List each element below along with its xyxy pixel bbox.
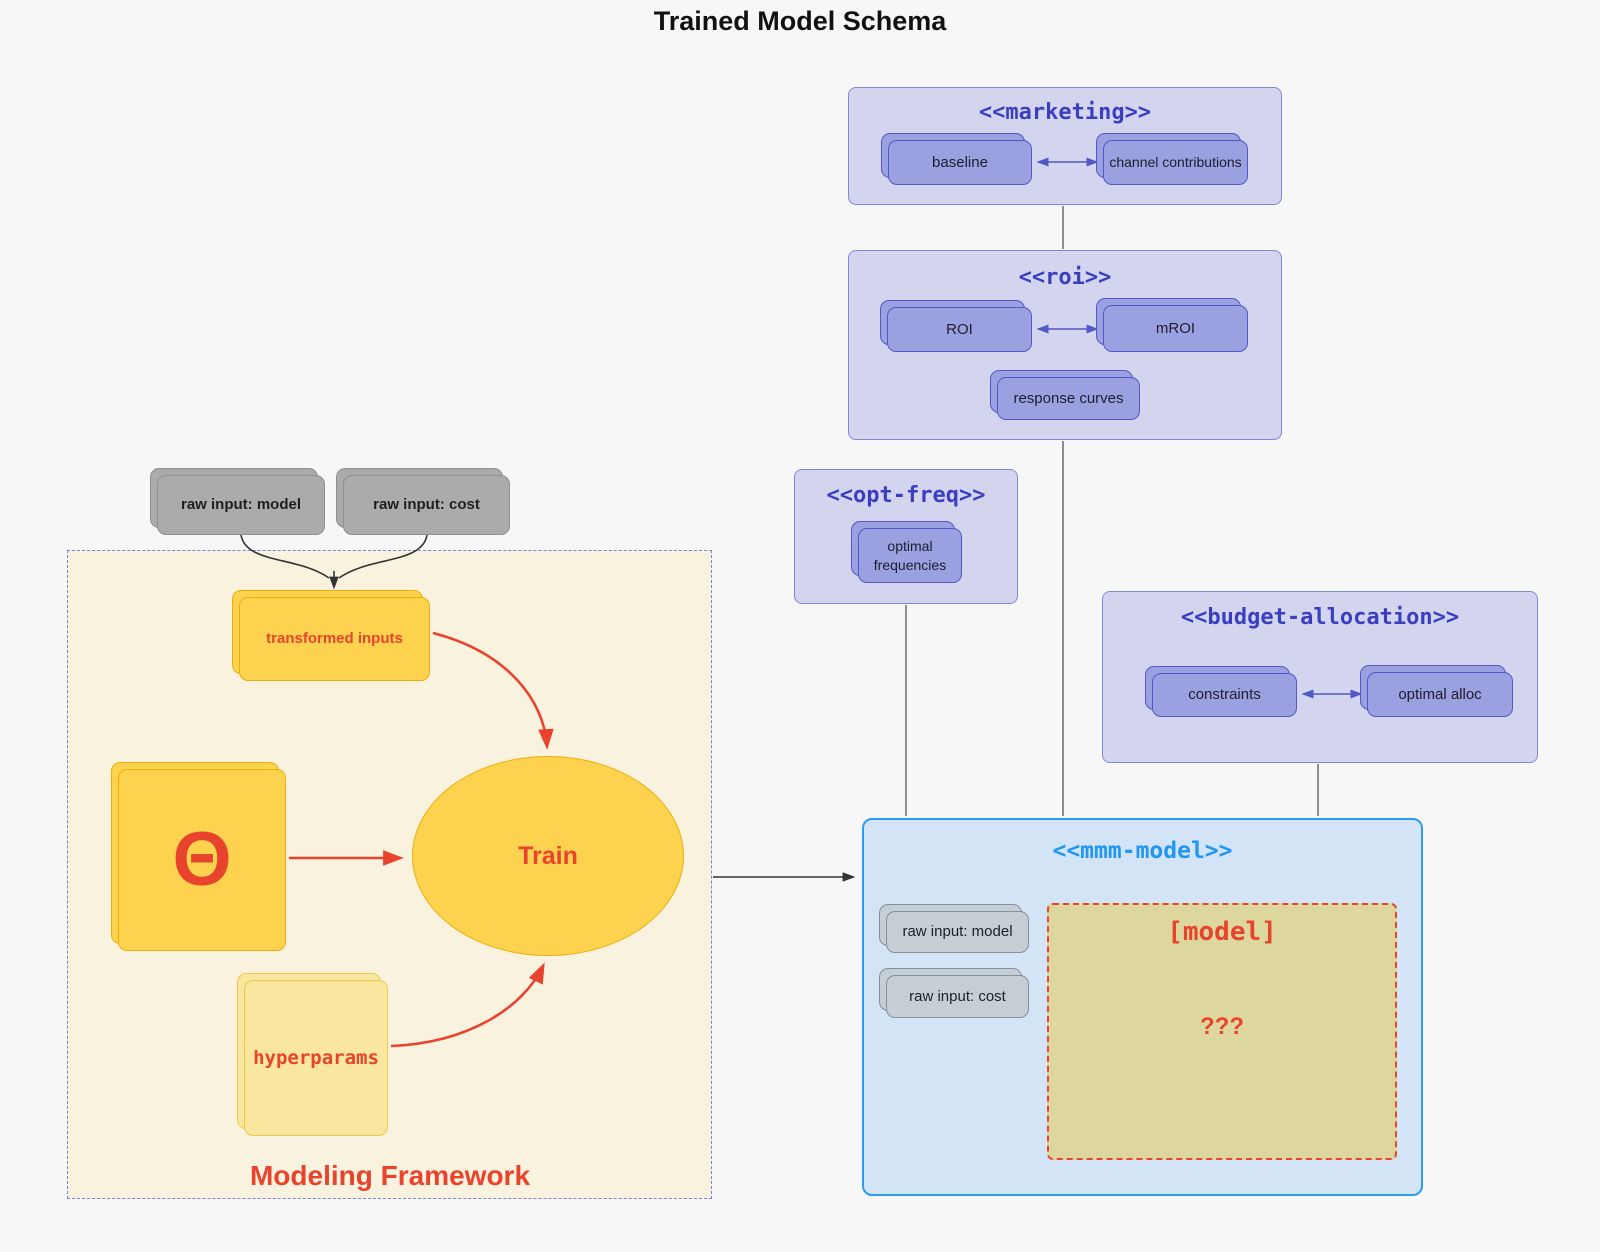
node-mmm-raw-input-model: raw input: model — [886, 911, 1029, 953]
node-response-curves: response curves — [997, 377, 1140, 420]
node-hyperparams-label: hyperparams — [253, 1046, 379, 1069]
node-channel-contributions: channel contributions — [1103, 140, 1248, 185]
node-baseline: baseline — [888, 140, 1032, 185]
cluster-mmm-model-title: <<mmm-model>> — [1052, 838, 1233, 864]
node-channel-contributions-label: channel contributions — [1109, 154, 1242, 171]
model-unknown-label: ??? — [1200, 1013, 1244, 1040]
node-roi-label: ROI — [946, 320, 973, 338]
page-title: Trained Model Schema — [653, 6, 947, 36]
node-mroi-label: mROI — [1155, 319, 1196, 337]
model-tag-label: [model] — [1167, 917, 1277, 947]
node-response-curves-label: response curves — [1013, 389, 1124, 407]
node-optimal-alloc-label: optimal alloc — [1398, 685, 1482, 703]
node-hyperparams: hyperparams — [244, 980, 388, 1136]
node-constraints-label: constraints — [1188, 686, 1261, 704]
node-optimal-frequencies-label: optimal frequencies — [873, 538, 947, 573]
node-transformed-inputs-label: transformed inputs — [266, 630, 403, 648]
node-mmm-raw-input-model-label: raw input: model — [902, 923, 1013, 941]
node-train-label: Train — [518, 841, 578, 870]
cluster-opt-freq-title: <<opt-freq>> — [826, 483, 986, 508]
node-raw-input-model: raw input: model — [157, 475, 325, 535]
node-raw-input-cost: raw input: cost — [343, 475, 510, 535]
modeling-framework-label: Modeling Framework — [249, 1160, 531, 1191]
node-baseline-label: baseline — [932, 153, 988, 171]
node-mmm-raw-input-cost-label: raw input: cost — [909, 987, 1006, 1005]
cluster-budget-allocation-title: <<budget-allocation>> — [1180, 605, 1460, 630]
node-theta: Θ — [118, 769, 286, 951]
node-optimal-alloc: optimal alloc — [1367, 672, 1513, 717]
node-roi: ROI — [887, 307, 1032, 352]
node-mmm-raw-input-cost: raw input: cost — [886, 975, 1029, 1018]
node-model-placeholder: [model] ??? — [1047, 903, 1397, 1160]
node-raw-input-model-label: raw input: model — [181, 496, 301, 514]
node-transformed-inputs: transformed inputs — [239, 597, 430, 681]
node-optimal-frequencies: optimal frequencies — [858, 528, 962, 583]
cluster-marketing-title: <<marketing>> — [978, 100, 1152, 125]
cluster-roi-title: <<roi>> — [1018, 265, 1112, 290]
node-mroi: mROI — [1103, 305, 1248, 352]
node-constraints: constraints — [1152, 673, 1297, 717]
node-theta-label: Θ — [172, 816, 232, 902]
node-raw-input-cost-label: raw input: cost — [373, 496, 480, 514]
node-train: Train — [412, 756, 684, 956]
